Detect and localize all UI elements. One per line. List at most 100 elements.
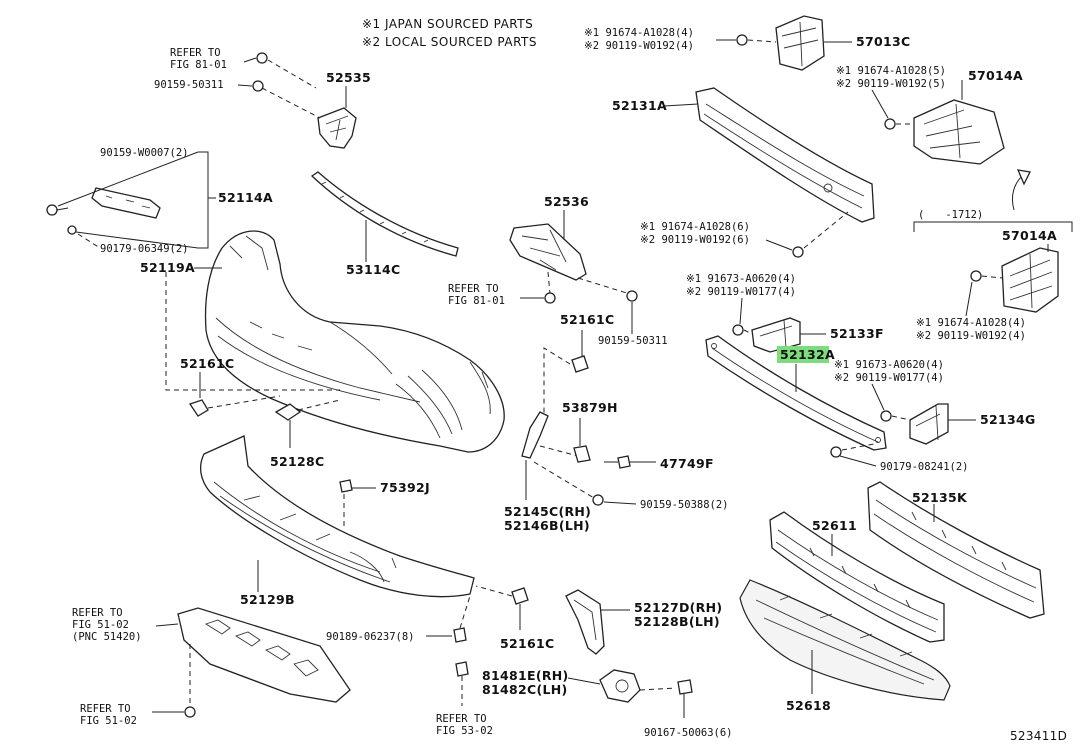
fastener-90179-06349[interactable]: 90179-06349(2)	[100, 243, 189, 255]
bolt-icon	[544, 290, 638, 304]
part-lower-shield	[177, 607, 351, 703]
bolt-icon	[970, 270, 982, 282]
fastener-r2-2[interactable]: ※2 90119-W0192(4)	[916, 330, 1026, 342]
label-52161C-mid[interactable]: 52161C	[560, 312, 614, 327]
fastener-r2-1[interactable]: ※1 91674-A1028(4)	[916, 317, 1026, 329]
label-47749F[interactable]: 47749F	[660, 456, 714, 471]
label-57014A-lower[interactable]: 57014A	[1002, 228, 1057, 243]
fastener-bm-1[interactable]: ※1 91673-A0620(4)	[686, 273, 796, 285]
bolt-icon	[732, 324, 744, 336]
bolt-icon	[736, 34, 748, 46]
part-81481E-lamp	[599, 669, 641, 703]
fastener-r1-1[interactable]: ※1 91674-A1028(5)	[836, 65, 946, 77]
clip-47749F	[604, 455, 631, 469]
part-52131A-reinforcement	[695, 87, 875, 223]
part-52128C-cap	[274, 403, 302, 421]
ref-fig-51-02-c-line3[interactable]: (PNC 51420)	[72, 631, 142, 643]
fastener-bm-2[interactable]: ※2 90119-W0177(4)	[686, 286, 796, 298]
label-52611[interactable]: 52611	[812, 518, 857, 533]
part-52135K-absorber	[867, 481, 1045, 619]
figure-id: 523411D	[1010, 729, 1067, 743]
label-52133F[interactable]: 52133F	[830, 326, 884, 341]
label-52119A[interactable]: 52119A	[140, 260, 195, 275]
part-53114C-grille-strip	[310, 171, 459, 257]
part-52611-absorber	[769, 511, 945, 643]
fastener-r1-2[interactable]: ※2 90119-W0192(5)	[836, 78, 946, 90]
label-53114C[interactable]: 53114C	[346, 262, 400, 277]
bolt-icon	[592, 494, 604, 506]
label-53879H[interactable]: 53879H	[562, 400, 618, 415]
fastener-90159-50311-b[interactable]: 90159-50311	[598, 335, 668, 347]
fastener-90159-50311-a[interactable]: 90159-50311	[154, 79, 224, 91]
label-52114A[interactable]: 52114A	[218, 190, 273, 205]
label-81481E-RH[interactable]: 81481E(RH)	[482, 668, 569, 683]
label-52129B[interactable]: 52129B	[240, 592, 295, 607]
ref-fig-51-02-d-line2[interactable]: FIG 51-02	[80, 715, 137, 727]
part-52133F-bracket	[751, 317, 801, 353]
part-57013C-bracket	[775, 15, 825, 71]
arrow-up-icon	[1011, 169, 1031, 211]
note-local-sourced: ※2 LOCAL SOURCED PARTS	[362, 35, 537, 49]
part-52535-bracket	[317, 107, 357, 149]
fastener-90159-W0007[interactable]: 90159-W0007(2)	[100, 147, 189, 159]
clip-icon	[252, 52, 268, 92]
fastener-90159-50388[interactable]: 90159-50388(2)	[640, 499, 729, 511]
part-52129B-lower-cover	[199, 435, 475, 598]
label-52132A[interactable]: 52132A	[780, 347, 835, 362]
label-57014A-upper[interactable]: 57014A	[968, 68, 1023, 83]
label-52135K[interactable]: 52135K	[912, 490, 968, 505]
clip-icon	[677, 679, 693, 695]
ref-fig-51-02-d-line1[interactable]: REFER TO	[80, 703, 131, 715]
label-57013C[interactable]: 57013C	[856, 34, 910, 49]
fastener-mid-2[interactable]: ※2 90119-W0192(6)	[640, 234, 750, 246]
ref-fig-81-01-b-line2[interactable]: FIG 81-01	[448, 295, 505, 307]
fastener-90189-06237[interactable]: 90189-06237(8)	[326, 631, 415, 643]
label-52146B-LH[interactable]: 52146B(LH)	[504, 518, 590, 533]
ref-fig-53-02-line2[interactable]: FIG 53-02	[436, 725, 493, 737]
ref-fig-53-02-line1[interactable]: REFER TO	[436, 713, 487, 725]
part-57014A-lower	[1001, 247, 1059, 313]
bolt-icon	[880, 410, 892, 422]
label-52618[interactable]: 52618	[786, 698, 831, 713]
clip-52161C-mid	[571, 355, 589, 373]
fastener-90179-08241[interactable]: 90179-08241(2)	[880, 461, 969, 473]
label-52535[interactable]: 52535	[326, 70, 371, 85]
label-52131A[interactable]: 52131A	[612, 98, 667, 113]
label-52536[interactable]: 52536	[544, 194, 589, 209]
part-52145C-support	[521, 411, 549, 459]
fastener-r3-2[interactable]: ※2 90119-W0177(4)	[834, 372, 944, 384]
part-52114A-bracket	[91, 187, 161, 219]
part-52134G-bracket	[909, 403, 949, 445]
clip-icon	[455, 661, 469, 677]
part-52536-bracket	[509, 223, 587, 281]
label-52134G[interactable]: 52134G	[980, 412, 1036, 427]
ref-fig-81-01-a-line1[interactable]: REFER TO	[170, 47, 221, 59]
label-81482C-LH[interactable]: 81482C(LH)	[482, 682, 568, 697]
clip-52161C-left	[188, 399, 209, 417]
fastener-top-1[interactable]: ※1 91674-A1028(4)	[584, 27, 694, 39]
bolt-icon	[830, 446, 842, 458]
label-52127D-RH[interactable]: 52127D(RH)	[634, 600, 722, 615]
ref-fig-51-02-c-line1[interactable]: REFER TO	[72, 607, 123, 619]
label-75392J[interactable]: 75392J	[380, 480, 430, 495]
fastener-top-2[interactable]: ※2 90119-W0192(4)	[584, 40, 694, 52]
fastener-r3-1[interactable]: ※1 91673-A0620(4)	[834, 359, 944, 371]
ref-fig-81-01-b-line1[interactable]: REFER TO	[448, 283, 499, 295]
ref-fig-81-01-a-line2[interactable]: FIG 81-01	[170, 59, 227, 71]
part-52618-under-cover	[739, 579, 951, 701]
fastener-90167-50063[interactable]: 90167-50063(6)	[644, 727, 733, 739]
label-52161C-lower[interactable]: 52161C	[500, 636, 554, 651]
label-52128B-LH[interactable]: 52128B(LH)	[634, 614, 720, 629]
bolt-icon	[46, 204, 77, 235]
bolt-icon	[184, 706, 196, 718]
label-52145C-RH[interactable]: 52145C(RH)	[504, 504, 591, 519]
label-52128C[interactable]: 52128C	[270, 454, 324, 469]
fastener-mid-1[interactable]: ※1 91674-A1028(6)	[640, 221, 750, 233]
highlight-52132A	[777, 346, 829, 363]
label-52161C-left[interactable]: 52161C	[180, 356, 234, 371]
ref-fig-51-02-c-line2[interactable]: FIG 51-02	[72, 619, 129, 631]
part-52119A-bumper-cover	[204, 230, 505, 453]
bolt-icon	[884, 118, 896, 130]
part-52127D-trim	[565, 589, 605, 655]
